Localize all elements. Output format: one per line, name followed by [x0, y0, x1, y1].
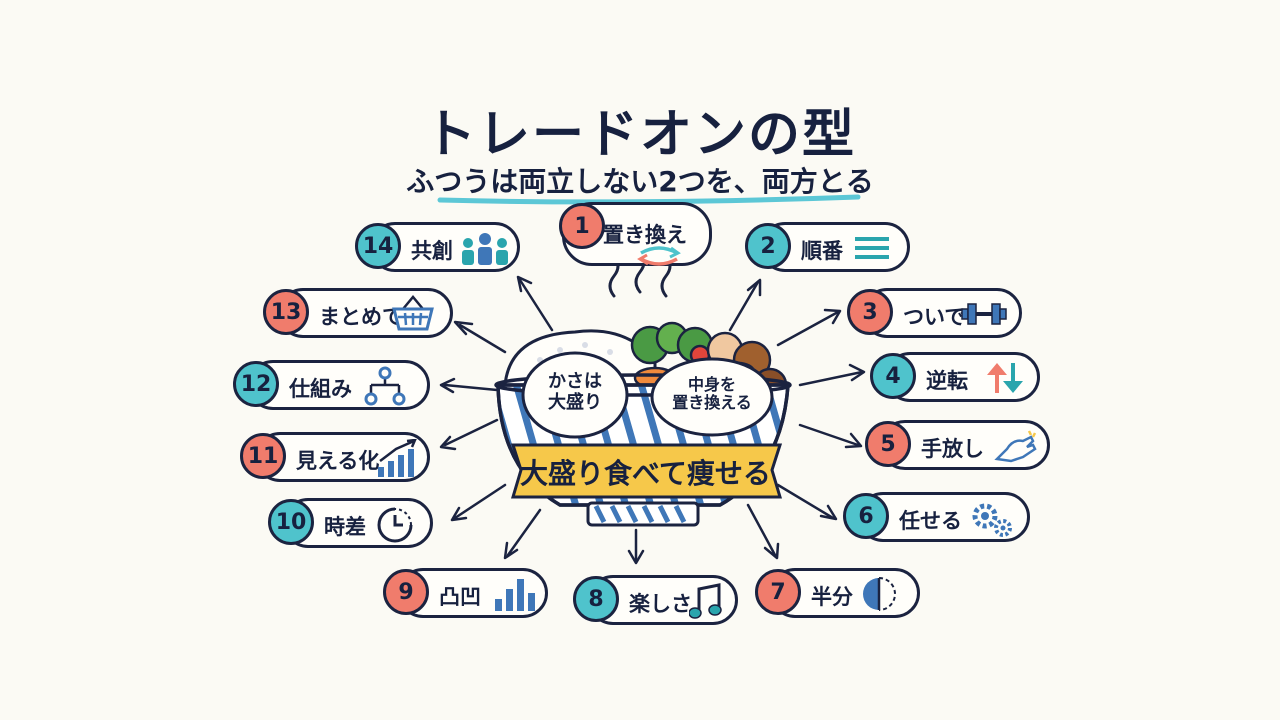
item-number-badge: 14	[355, 223, 401, 269]
bubble-left-shape	[521, 351, 629, 439]
bubble-right-text: 中身を 置き換える	[672, 375, 752, 413]
item-number-badge: 3	[847, 289, 893, 335]
item-label: 共創	[411, 239, 453, 263]
item-3-alongside: 3 ついで	[847, 288, 1022, 338]
item-number-badge: 12	[233, 361, 279, 407]
item-label: 楽しさ	[629, 592, 692, 616]
network-nodes-icon	[364, 366, 406, 406]
center-banner-shape	[510, 443, 783, 499]
bar-chart-icon	[495, 579, 535, 611]
item-number-badge: 4	[870, 353, 916, 399]
item-number-badge: 9	[383, 569, 429, 615]
item-number-badge: 1	[559, 203, 605, 249]
item-label: 順番	[801, 239, 843, 263]
list-lines-icon	[855, 237, 889, 259]
item-number-badge: 5	[865, 421, 911, 467]
item-label: 見える化	[296, 449, 380, 473]
diagram-subtitle: ふつうは両立しない2つを、両方とる	[406, 165, 874, 198]
item-12-mechanism: 12 仕組み	[233, 360, 430, 410]
growth-chart-icon	[378, 439, 417, 477]
item-number-badge: 11	[240, 433, 286, 479]
item-2-order: 2 順番	[745, 222, 910, 272]
item-label: 凸凹	[439, 585, 481, 609]
bowl-illustration	[494, 321, 792, 527]
clock-icon	[377, 507, 413, 543]
item-11-visualize: 11 見える化	[240, 432, 430, 482]
item-label: 時差	[324, 515, 366, 539]
item-1-replace: 1 置き換え	[559, 202, 712, 266]
item-10-time-gap: 10 時差	[268, 498, 433, 548]
bubble-left-text: かさは 大盛り	[548, 371, 602, 413]
swap-arrows-icon	[637, 246, 681, 266]
item-label: 手放し	[921, 437, 984, 461]
basket-icon	[392, 295, 434, 331]
bubble-right-shape	[650, 357, 774, 437]
center-banner-text: 大盛り食べて痩せる	[520, 457, 771, 490]
item-number-badge: 8	[573, 576, 619, 622]
item-label: 逆転	[926, 369, 968, 393]
subtitle-underline	[437, 194, 861, 205]
item-6-delegate: 6 任せる	[843, 492, 1030, 542]
item-number-badge: 10	[268, 499, 314, 545]
item-label: 仕組み	[289, 377, 352, 401]
item-label: ついで	[903, 305, 966, 329]
item-number-badge: 6	[843, 493, 889, 539]
up-down-arrows-icon	[987, 363, 1023, 393]
item-13-batch: 13 まとめて	[263, 288, 453, 338]
open-hand-icon	[994, 430, 1037, 463]
item-number-badge: 13	[263, 289, 309, 335]
item-14-co-create: 14 共創	[355, 222, 520, 272]
item-label: 任せる	[899, 509, 962, 533]
item-4-reversal: 4 逆転	[870, 352, 1040, 402]
people-group-icon	[462, 233, 508, 265]
item-8-fun: 8 楽しさ	[573, 575, 738, 625]
item-5-let-go: 5 手放し	[865, 420, 1050, 470]
dumbbell-icon	[961, 303, 1007, 325]
item-number-badge: 2	[745, 223, 791, 269]
item-7-half: 7 半分	[755, 568, 920, 618]
connector-arrows	[439, 275, 866, 565]
item-label: 置き換え	[603, 223, 687, 247]
item-label: 半分	[811, 585, 853, 609]
diagram-title: トレードオンの型	[423, 105, 856, 165]
item-number-badge: 7	[755, 569, 801, 615]
item-9-uneven: 9 凸凹	[383, 568, 548, 618]
half-circle-icon	[863, 577, 896, 611]
item-label: まとめて	[319, 305, 403, 329]
gears-icon	[972, 503, 1012, 537]
music-note-icon	[689, 583, 722, 619]
